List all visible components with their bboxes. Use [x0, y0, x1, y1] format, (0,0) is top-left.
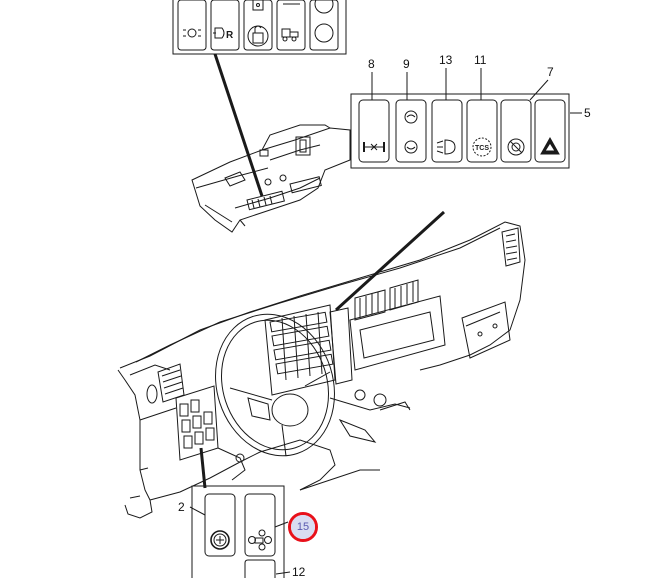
cluster-switch-grid — [269, 311, 334, 381]
callout-11: 11 — [474, 53, 487, 67]
door-lock-icon — [252, 0, 264, 11]
hazard-warning-icon — [540, 136, 560, 155]
plus-switch-icon — [210, 530, 230, 550]
top-switch-panel — [172, 0, 347, 55]
tcs-icon — [472, 137, 492, 157]
door-unlock-icon — [247, 25, 269, 47]
fog-lamp-icon — [436, 139, 456, 155]
lower-left-switch-cluster — [175, 385, 219, 461]
small-dash-assembly — [191, 124, 351, 233]
callout-2: 2 — [178, 500, 185, 514]
callout-9: 9 — [403, 57, 410, 71]
rear-fog-lamp-icon — [213, 27, 225, 39]
callout-12: 12 — [292, 565, 306, 579]
callout-15-highlight[interactable]: 15 — [288, 512, 318, 542]
callout-7: 7 — [547, 65, 554, 79]
callout-5: 5 — [584, 106, 591, 120]
callout-8: 8 — [368, 57, 375, 71]
callout-15: 15 — [291, 515, 315, 539]
differential-lock-icon — [363, 142, 385, 152]
tcs-letters: TCS — [475, 145, 489, 152]
vehicle-switch-icon — [248, 529, 272, 551]
main-dashboard — [117, 221, 526, 519]
retarder-icon — [507, 138, 525, 156]
trailer-icon — [281, 3, 300, 42]
mirror-heater-icon — [404, 110, 418, 154]
marker-lamps-icon — [183, 28, 201, 38]
bottom-switch-panel — [189, 485, 291, 578]
rear-fog-letter: R — [226, 30, 234, 41]
right-switch-panel — [350, 68, 582, 169]
callout-13: 13 — [439, 53, 453, 67]
